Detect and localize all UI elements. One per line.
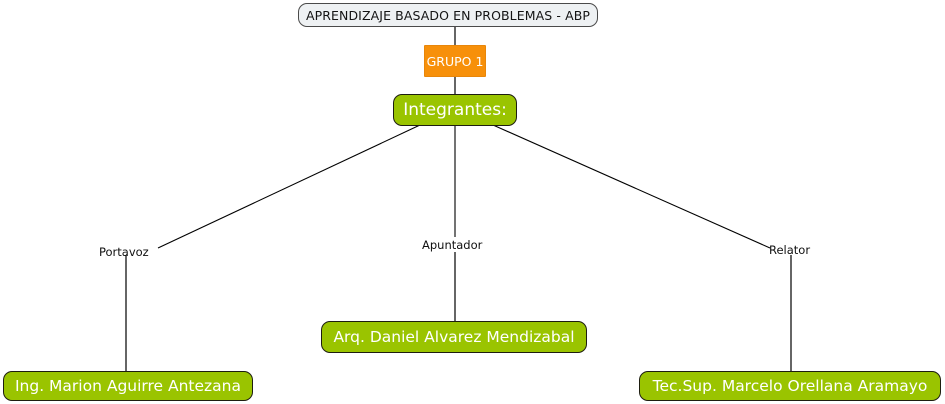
- member-node-portavoz[interactable]: Ing. Marion Aguirre Antezana: [3, 371, 253, 401]
- root-node-abp[interactable]: APRENDIZAJE BASADO EN PROBLEMAS - ABP: [298, 3, 598, 27]
- group-node-grupo-1[interactable]: GRUPO 1: [424, 45, 486, 77]
- member-node-relator[interactable]: Tec.Sup. Marcelo Orellana Aramayo: [639, 371, 941, 401]
- edge-label-relator: Relator: [769, 243, 811, 257]
- edge-members-to-left: [157, 124, 421, 249]
- edge-label-portavoz: Portavoz: [99, 245, 149, 259]
- edge-label-apuntador: Apuntador: [422, 238, 483, 252]
- members-header-node[interactable]: Integrantes:: [393, 94, 517, 126]
- edge-members-to-right: [492, 124, 771, 249]
- member-node-apuntador[interactable]: Arq. Daniel Alvarez Mendizabal: [321, 321, 587, 353]
